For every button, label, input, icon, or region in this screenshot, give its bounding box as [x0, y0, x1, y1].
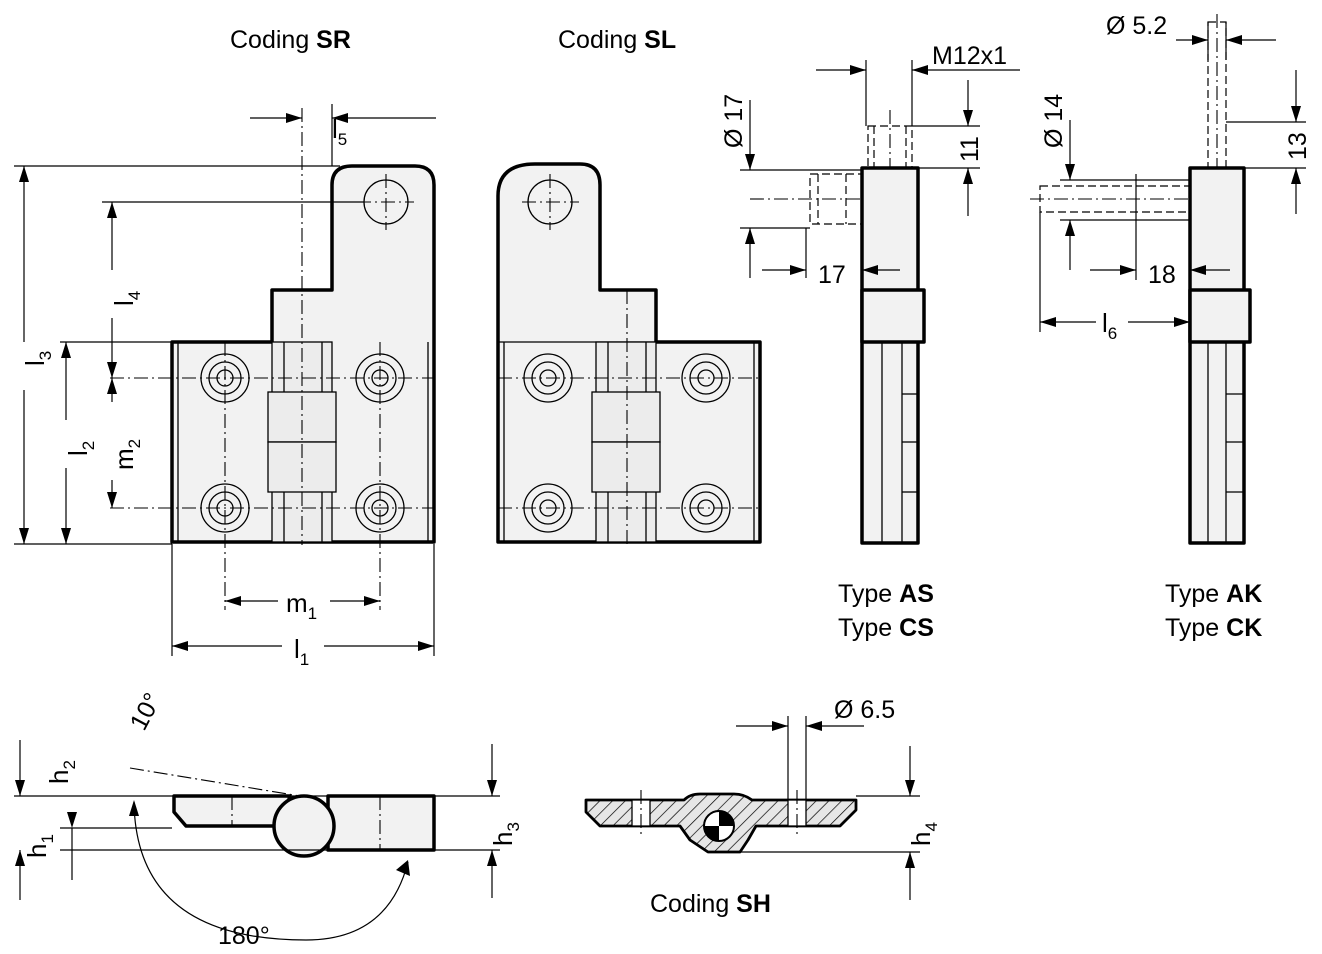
heading-coding-sr: Coding SR: [230, 26, 351, 54]
dim-l6: l6: [1102, 308, 1117, 343]
sh-dimensions: Ø 6.5 h4: [736, 696, 941, 900]
dim-17: 17: [818, 261, 846, 289]
dim-angle10: 10°: [125, 688, 167, 735]
dim-l5: l5: [332, 114, 347, 149]
dim-angle180: 180°: [218, 922, 270, 950]
as-dimensions: Ø 17 17 M12x1 11: [720, 42, 1020, 289]
label-type-cs: Type CS: [838, 614, 934, 642]
dim-h2: h2: [44, 760, 79, 784]
label-type-as: Type AS: [838, 580, 934, 608]
dim-dia65: Ø 6.5: [834, 696, 895, 724]
label-type-ak: Type AK: [1165, 580, 1262, 608]
coding-sh-section: [584, 790, 858, 854]
as-knuckle: [860, 288, 926, 344]
hinge-sr-view: [110, 108, 436, 610]
heading-coding-sh: Coding SH: [650, 890, 771, 918]
dim-l1: l1: [294, 634, 309, 669]
dim-11: 11: [956, 136, 984, 162]
dim-h1: h1: [22, 834, 57, 858]
side-knuckle: [272, 794, 336, 858]
dim-18: 18: [1148, 261, 1176, 289]
side-view-dimensions: h2 h1 h3 10° 180°: [14, 688, 523, 950]
type-ak-ck-view: [1030, 14, 1252, 545]
dim-l3: l3: [20, 351, 55, 366]
heading-coding-sl: Coding SL: [558, 26, 676, 54]
dim-m2: m2: [109, 439, 144, 470]
side-view-open: [129, 767, 436, 941]
hinge-sl-view: [496, 162, 762, 545]
dim-dia14: Ø 14: [1040, 94, 1068, 148]
dim-l4: l4: [109, 291, 144, 306]
dim-thread: M12x1: [932, 42, 1007, 70]
ak-dimensions: Ø 5.2 Ø 14 13 18 l6: [1039, 12, 1312, 343]
sr-dimensions: l3 l2 l4 m2 l5 m1: [14, 104, 436, 669]
dim-h3: h3: [488, 822, 523, 846]
label-type-ck: Type CK: [1165, 614, 1262, 642]
type-as-cs-view: [750, 110, 926, 545]
ak-knuckle: [1188, 288, 1252, 344]
dim-h4: h4: [906, 822, 941, 846]
dim-dia52: Ø 5.2: [1106, 12, 1167, 40]
ak-body: [1188, 166, 1246, 545]
dim-l2: l2: [63, 441, 98, 456]
dim-m1: m1: [286, 588, 317, 623]
side-leaf-right: [326, 794, 436, 852]
as-body: [860, 166, 920, 545]
dim-13: 13: [1284, 132, 1312, 160]
dim-dia17: Ø 17: [720, 94, 748, 148]
